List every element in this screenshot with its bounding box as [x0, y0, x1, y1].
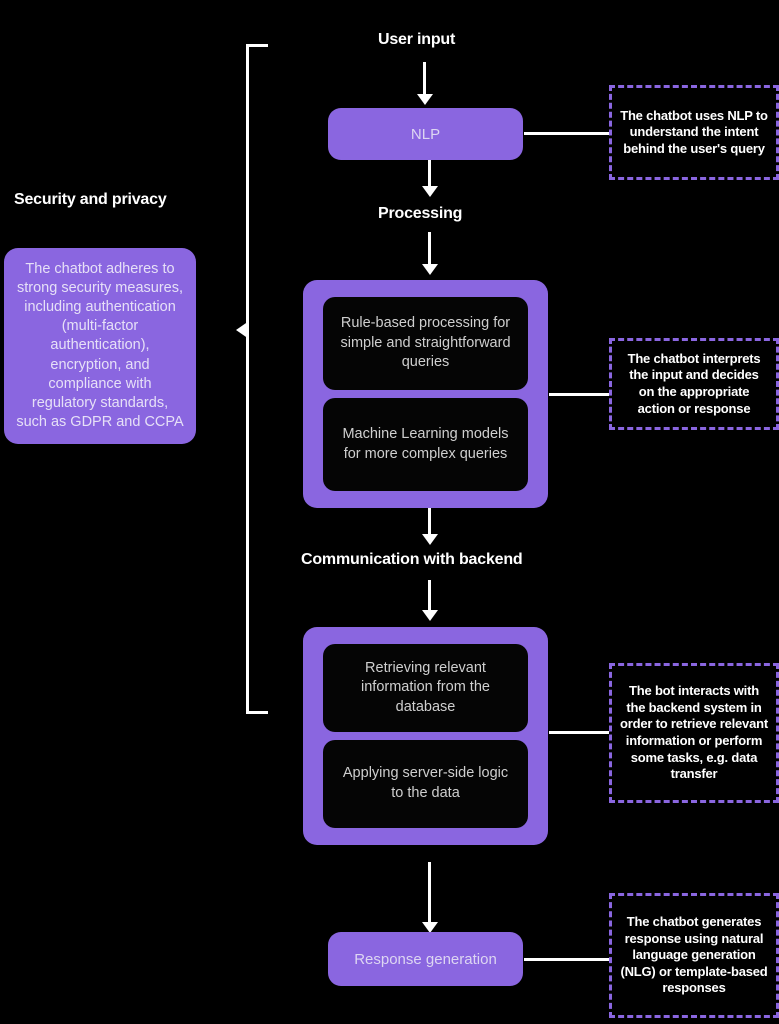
group-backend: Retrieving relevant information from the…	[303, 627, 548, 845]
connector-processing-to-annotation	[549, 393, 612, 396]
arrow-backend-to-response	[428, 862, 431, 924]
annotation-nlp: The chatbot uses NLP to understand the i…	[609, 85, 779, 180]
annotation-backend-text: The bot interacts with the backend syste…	[620, 683, 768, 782]
arrow-user-input-to-nlp	[423, 62, 426, 96]
note-security-privacy: The chatbot adheres to strong security m…	[4, 248, 196, 444]
stage-label-processing: Processing	[378, 205, 463, 222]
node-response-generation-label: Response generation	[354, 950, 497, 968]
connector-nlp-to-annotation	[524, 132, 612, 135]
card-server-side-logic[interactable]: Applying server-side logic to the data	[323, 740, 528, 828]
annotation-backend: The bot interacts with the backend syste…	[609, 663, 779, 803]
arrow-processing-to-communication-label	[428, 508, 431, 536]
card-rule-based-processing-text: Rule-based processing for simple and str…	[340, 315, 511, 371]
annotation-response-generation-text: The chatbot generates response using nat…	[620, 913, 768, 996]
arrow-processing-label-to-box	[428, 232, 431, 266]
arrow-nlp-to-processing-label	[428, 160, 431, 188]
node-response-generation[interactable]: Response generation	[328, 932, 523, 986]
node-nlp-label: NLP	[410, 125, 441, 143]
annotation-response-generation: The chatbot generates response using nat…	[609, 893, 779, 1018]
card-server-side-logic-text: Applying server-side logic to the data	[342, 765, 509, 801]
card-retrieving-information-text: Retrieving relevant information from the…	[361, 659, 490, 715]
stage-label-user-input: User input	[378, 31, 456, 48]
card-machine-learning-models-text: Machine Learning models for more complex…	[342, 425, 509, 462]
card-retrieving-information[interactable]: Retrieving relevant information from the…	[323, 644, 528, 732]
annotation-nlp-text: The chatbot uses NLP to understand the i…	[620, 107, 768, 156]
annotation-processing: The chatbot interprets the input and dec…	[609, 338, 779, 430]
stage-label-communication: Communication with backend	[301, 551, 523, 568]
feedback-bracket-arrow-icon	[236, 321, 249, 339]
connector-response-to-annotation	[524, 958, 612, 961]
annotation-processing-text: The chatbot interprets the input and dec…	[627, 350, 761, 416]
feedback-bracket	[246, 44, 268, 714]
node-nlp[interactable]: NLP	[328, 108, 523, 160]
note-security-privacy-text: The chatbot adheres to strong security m…	[16, 260, 184, 430]
card-machine-learning-models[interactable]: Machine Learning models for more complex…	[323, 398, 528, 491]
group-processing: Rule-based processing for simple and str…	[303, 280, 548, 508]
card-rule-based-processing[interactable]: Rule-based processing for simple and str…	[323, 297, 528, 390]
arrow-communication-label-to-box	[428, 580, 431, 612]
connector-backend-to-annotation	[549, 731, 612, 734]
stage-label-security: Security and privacy	[14, 191, 167, 208]
